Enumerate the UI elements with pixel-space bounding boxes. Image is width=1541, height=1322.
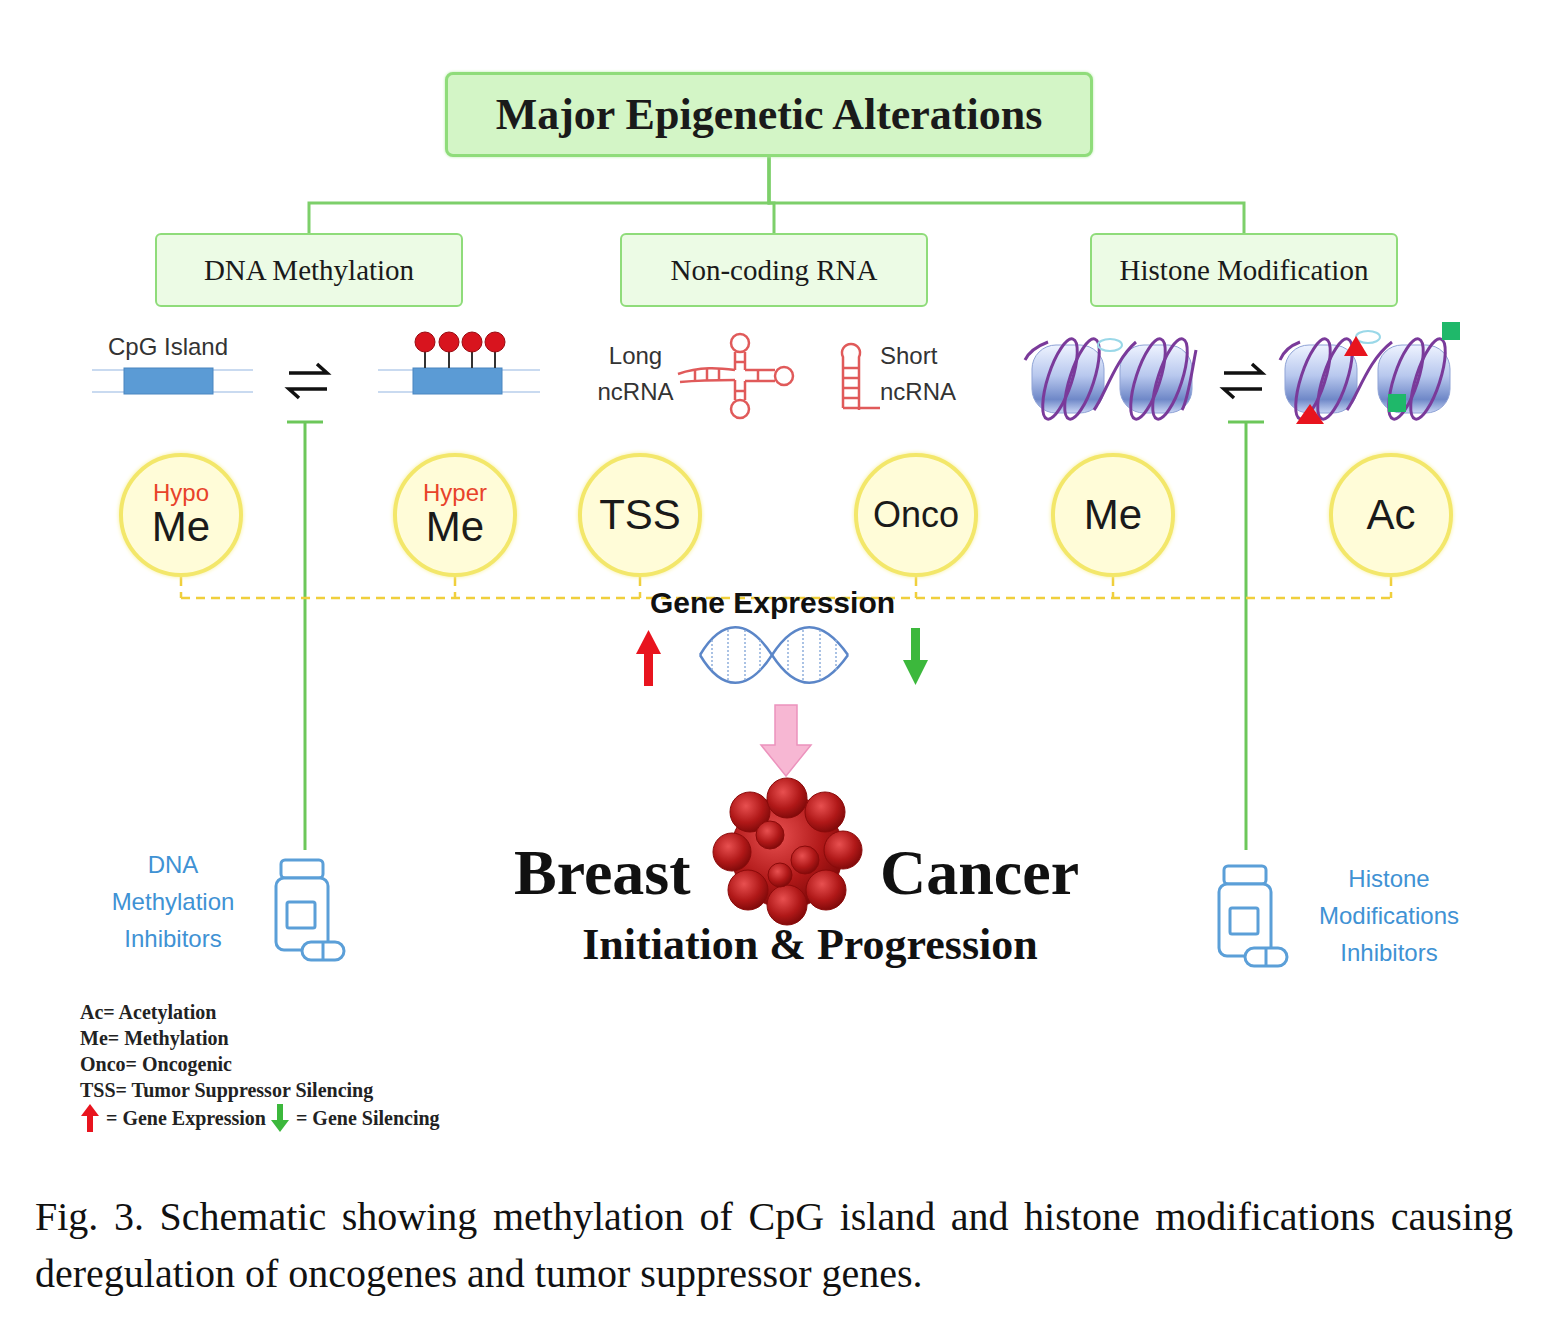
arrow-head — [81, 1104, 99, 1116]
silencing-down-arrow — [270, 1103, 290, 1133]
legend-text: TSS= Tumor Suppressor Silencing — [80, 1077, 373, 1103]
diagram-label: Histone Modifications Inhibitors — [1298, 860, 1480, 971]
node-text: Ac — [1366, 493, 1415, 537]
node-text: Hyper — [423, 481, 487, 505]
node-text: Me — [152, 505, 210, 549]
legend: Ac= AcetylationMe= MethylationOnco= Onco… — [80, 999, 440, 1133]
category-circle: Ac — [1329, 453, 1453, 577]
category-box: Non-coding RNA — [620, 233, 928, 307]
inhibitor-line — [287, 422, 1264, 850]
category-box: Histone Modification — [1090, 233, 1398, 307]
cpg-island-methylated — [378, 332, 540, 394]
nucleosomes-modified — [1280, 322, 1460, 424]
legend-row: Ac= Acetylation — [80, 999, 440, 1025]
arrow-shaft — [277, 1104, 283, 1122]
cpg-island-unmethylated — [92, 368, 253, 394]
tree-connector — [309, 157, 769, 233]
diagram-label: Short ncRNA — [880, 338, 965, 410]
short-ncrna-hairpin — [842, 344, 880, 410]
node-text: Histone Modification — [1120, 254, 1369, 287]
category-circle: Onco — [854, 453, 978, 577]
nucleosomes-unmodified — [1025, 335, 1196, 422]
long-ncrna-structure — [678, 334, 793, 418]
node-text: Me — [1084, 493, 1142, 537]
legend-text: = Gene Expression — [106, 1105, 266, 1131]
legend-row: Me= Methylation — [80, 1025, 440, 1051]
equilibrium-arrows — [1224, 364, 1262, 398]
diagram-label: Long ncRNA — [588, 338, 683, 410]
diagram-label: CpG Island — [108, 331, 268, 363]
category-box: DNA Methylation — [155, 233, 463, 307]
figure-caption: Fig. 3. Schematic showing methylation of… — [35, 1188, 1513, 1302]
equilibrium-arrows — [289, 364, 327, 398]
node-text: Non-coding RNA — [670, 254, 877, 287]
node-text: TSS — [599, 493, 681, 537]
expression-up-arrow — [636, 630, 661, 686]
pink-down-arrow — [761, 705, 811, 776]
category-circle: HypoMe — [119, 453, 243, 577]
node-text: Major Epigenetic Alterations — [496, 89, 1043, 140]
category-circle: HyperMe — [393, 453, 517, 577]
silencing-down-arrow — [903, 628, 928, 685]
dna-helix — [700, 627, 848, 683]
tree-connector — [769, 157, 1244, 233]
tumor-illustration — [713, 778, 862, 925]
arrow-head — [271, 1120, 289, 1132]
node-text: Me — [426, 505, 484, 549]
node-text: Onco — [873, 496, 959, 534]
title-box: Major Epigenetic Alterations — [445, 72, 1093, 157]
expression-up-arrow — [80, 1103, 100, 1133]
legend-row: TSS= Tumor Suppressor Silencing — [80, 1077, 440, 1103]
diagram-label: DNA Methylation Inhibitors — [92, 846, 254, 957]
legend-row: = Gene Expression = Gene Silencing — [80, 1103, 440, 1133]
diagram-label: Gene Expression — [600, 584, 945, 622]
drug-bottle-icon — [276, 860, 344, 960]
category-circle: TSS — [578, 453, 702, 577]
node-text: DNA Methylation — [204, 254, 414, 287]
category-circle: Me — [1051, 453, 1175, 577]
legend-text: Onco= Oncogenic — [80, 1051, 232, 1077]
arrow-shaft — [87, 1114, 93, 1132]
diagram-label: Cancer — [880, 836, 1100, 910]
drug-bottle-icon — [1219, 866, 1287, 966]
legend-row: Onco= Oncogenic — [80, 1051, 440, 1077]
legend-text: Ac= Acetylation — [80, 999, 216, 1025]
diagram-label: Breast — [514, 836, 724, 910]
legend-text: Me= Methylation — [80, 1025, 229, 1051]
legend-text: = Gene Silencing — [296, 1105, 440, 1131]
diagram-label: Initiation & Progression — [500, 918, 1120, 972]
node-text: Hypo — [153, 481, 209, 505]
